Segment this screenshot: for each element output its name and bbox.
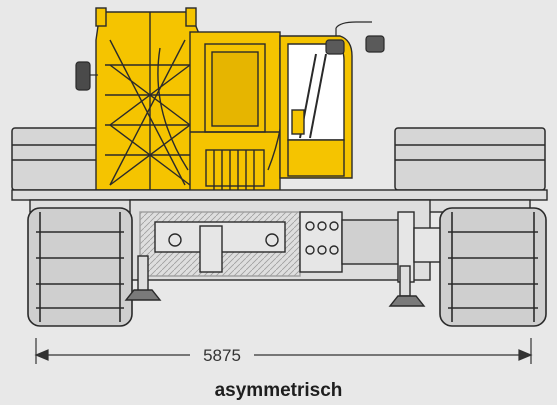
width-dimension-line [34, 338, 533, 364]
front-track-right [439, 207, 547, 327]
main-housing [157, 31, 285, 196]
side-mirror-left [75, 61, 98, 91]
undercarriage-frame [11, 189, 548, 283]
front-track-left [27, 207, 133, 327]
work-lights [325, 21, 385, 55]
superstructure [75, 7, 385, 196]
operator-cabin [279, 35, 353, 179]
outrigger-jack-right [388, 265, 426, 307]
width-dimension-value: 5875 [203, 346, 241, 365]
boom-lattice [95, 7, 201, 191]
outrigger-jack-left [124, 255, 162, 301]
rear-track-right [394, 127, 546, 191]
configuration-caption: asymmetrisch [214, 380, 343, 401]
